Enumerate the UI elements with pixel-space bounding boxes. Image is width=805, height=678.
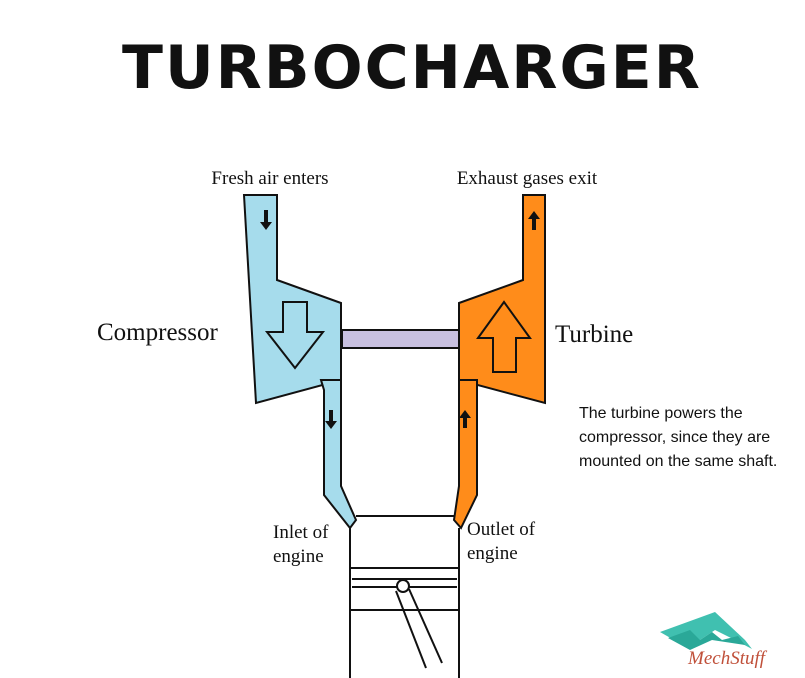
compressor-flow-arrow — [264, 301, 326, 370]
turbine-flow-arrow — [476, 300, 532, 373]
inlet-label-line: engine — [273, 546, 324, 567]
outlet-label: Outlet of engine — [467, 519, 536, 564]
exhaust-exit-arrow — [528, 211, 540, 230]
note-line: compressor, since they are — [579, 429, 770, 446]
compressor-label: Compressor — [97, 319, 219, 346]
connecting-rod — [408, 588, 443, 664]
note-line: The turbine powers the — [579, 405, 743, 422]
compressor-outlet-duct — [319, 379, 358, 530]
wrist-pin — [396, 579, 410, 593]
exhaust-flow-arrow — [459, 410, 471, 428]
inlet-label-line: Inlet of — [273, 522, 329, 543]
page-title: TURBOCHARGER — [122, 33, 702, 103]
intake-flow-arrow — [325, 410, 337, 429]
compressor-housing — [242, 194, 342, 405]
fresh-air-arrow — [260, 210, 272, 230]
shaft — [341, 329, 460, 349]
turbine-inlet-duct — [452, 379, 478, 530]
exhaust-label: Exhaust gases exit — [457, 168, 598, 189]
connecting-rod — [395, 590, 427, 669]
outlet-label-line: engine — [467, 543, 518, 564]
mountain-logo-icon — [668, 630, 745, 650]
outlet-label-line: Outlet of — [467, 519, 536, 540]
fresh-air-label: Fresh air enters — [211, 168, 328, 189]
turbine-label: Turbine — [555, 321, 633, 348]
mechstuff-logo: MechStuff — [660, 612, 768, 669]
note-line: mounted on the same shaft. — [579, 453, 777, 470]
inlet-label: Inlet of engine — [273, 522, 329, 567]
shaft-note: The turbine powers the compressor, since… — [579, 405, 777, 470]
logo-text: MechStuff — [687, 648, 768, 669]
